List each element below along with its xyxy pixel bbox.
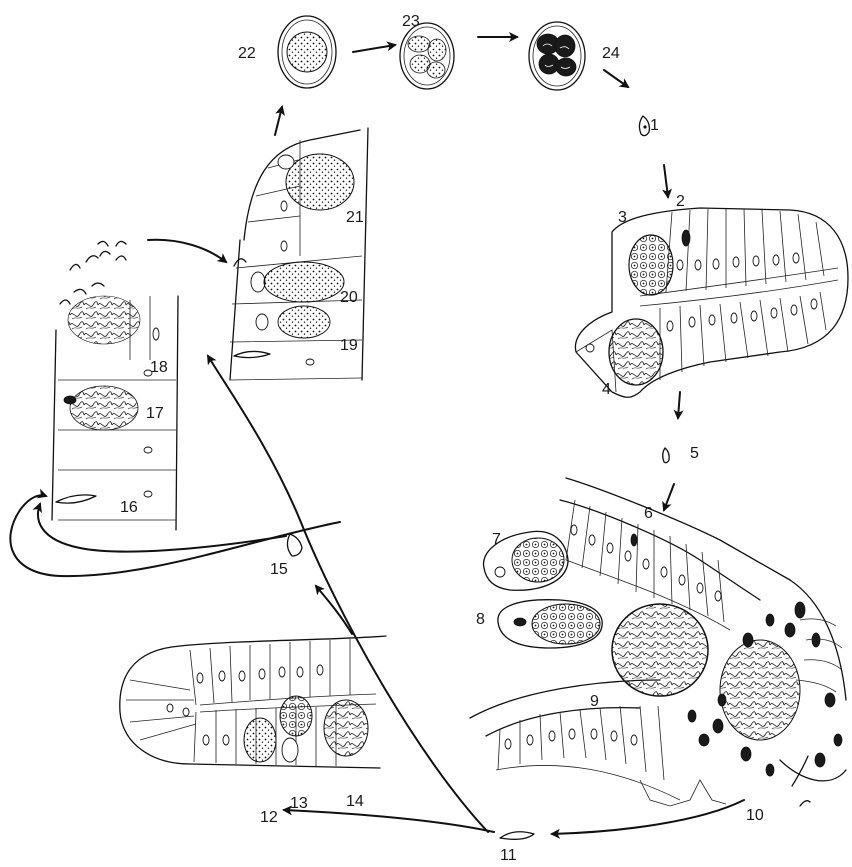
stage-label: 8 (476, 611, 485, 628)
stage-label: 22 (238, 45, 256, 62)
stage-label: 16 (120, 499, 138, 516)
arrow-21-to-22 (275, 107, 282, 135)
oocyst-sporulated (529, 22, 585, 90)
stage-label: 20 (340, 289, 358, 306)
arrow-11-to-15 (316, 586, 352, 634)
stage-label: 9 (590, 693, 599, 710)
stage-label: 18 (150, 359, 168, 376)
stage-label: 6 (644, 505, 653, 522)
stage-label: 21 (346, 209, 364, 226)
arrow-4-to-5 (678, 392, 680, 418)
stage-label: 17 (146, 405, 164, 422)
merozoite-free (500, 832, 534, 840)
crypt-gametocytes (120, 636, 386, 768)
stage-label: 23 (402, 13, 420, 30)
stage-label: 14 (346, 793, 364, 810)
oocyst-unsporulated (278, 16, 336, 88)
arrow-10-to-11 (552, 800, 744, 834)
stage-label: 15 (270, 561, 288, 578)
arrow-22-to-23 (353, 45, 395, 52)
stage-label: 1 (650, 117, 659, 134)
arrow-5-to-6 (664, 484, 674, 510)
crypt-second-generation (470, 478, 846, 806)
stage-label: 13 (290, 795, 308, 812)
oocyst-sporulating (400, 23, 454, 89)
crypt-first-schizont (575, 208, 848, 397)
sporozoite (639, 116, 649, 136)
arrow-24-to-1 (604, 70, 628, 87)
arrow-18-to-20 (148, 240, 226, 262)
crypt-macrogamete (52, 241, 178, 530)
stage-label: 19 (340, 337, 358, 354)
stage-label: 2 (676, 193, 685, 210)
merozoite-intermediate (287, 534, 302, 556)
stage-label: 24 (602, 45, 620, 62)
infected-cell-meront (498, 600, 602, 648)
stage-labels: 1 2 3 4 5 6 7 8 9 10 11 12 13 14 15 16 1… (120, 13, 764, 864)
stage-label: 11 (500, 847, 517, 864)
stage-label: 5 (690, 445, 699, 462)
arrow-1-to-2 (664, 165, 668, 197)
arrow-11-to-19 (208, 356, 488, 832)
stage-label: 7 (492, 531, 501, 548)
stage-label: 12 (260, 809, 278, 826)
arrow-11-to-12 (284, 810, 494, 832)
stage-label: 4 (602, 381, 611, 398)
stage-label: 3 (618, 209, 627, 226)
arrow-to-16-outer (10, 495, 340, 576)
stage-label: 10 (746, 807, 764, 824)
merozoite (663, 448, 669, 463)
